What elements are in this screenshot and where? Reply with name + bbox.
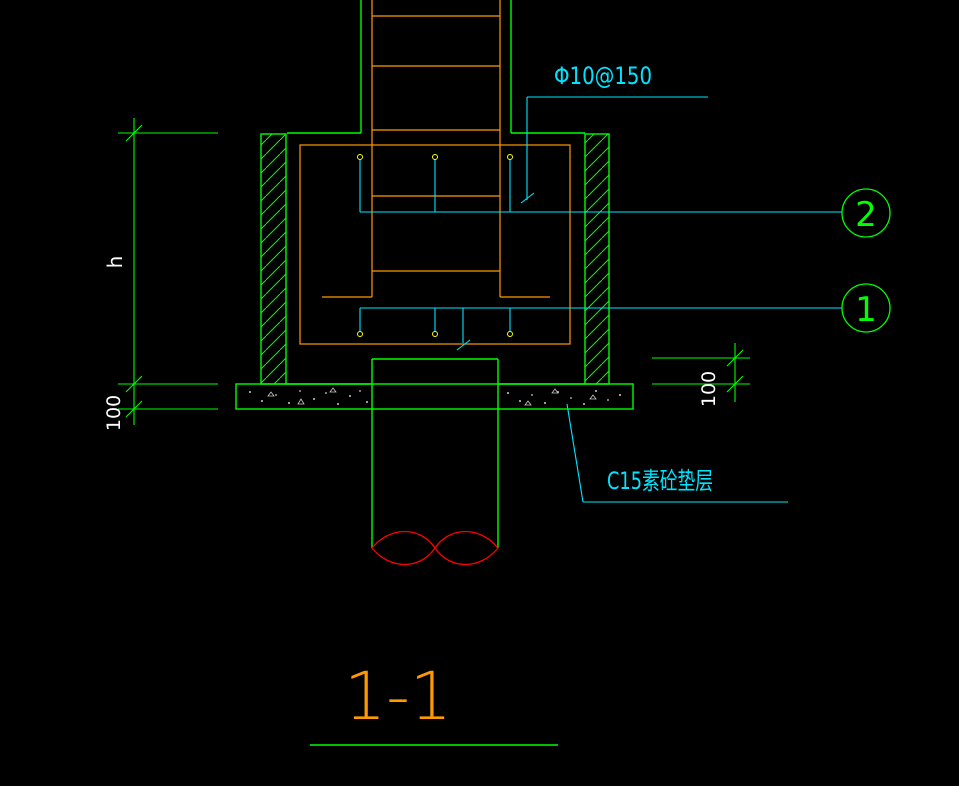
side-wall-left	[260, 133, 287, 385]
dimension-left	[118, 118, 218, 425]
pile-cap-rebar	[299, 144, 571, 345]
dimension-right-100-label: 100	[698, 371, 720, 407]
rebar-spec-label: Φ10@150	[554, 62, 652, 90]
dimension-height-label: h	[103, 256, 127, 269]
pile-outline	[371, 358, 499, 566]
leader-lines	[360, 96, 842, 503]
bubble-2-label: 2	[855, 195, 877, 235]
column-rebar-cage	[322, 0, 550, 298]
column-outline	[287, 0, 585, 134]
section-title: 1-1	[344, 658, 452, 735]
reference-bubble-2: 2	[841, 188, 891, 238]
bubble-1-label: 1	[855, 290, 877, 330]
rebar-sections	[357, 154, 513, 337]
cushion-layer-label: C15素砼垫层	[607, 467, 713, 495]
reference-bubble-1: 1	[841, 283, 891, 333]
cushion-layer	[235, 383, 634, 410]
side-wall-right	[584, 133, 610, 385]
dimension-right	[652, 343, 750, 402]
dimension-left-100-label: 100	[103, 395, 125, 431]
pile-break-line	[371, 530, 499, 566]
